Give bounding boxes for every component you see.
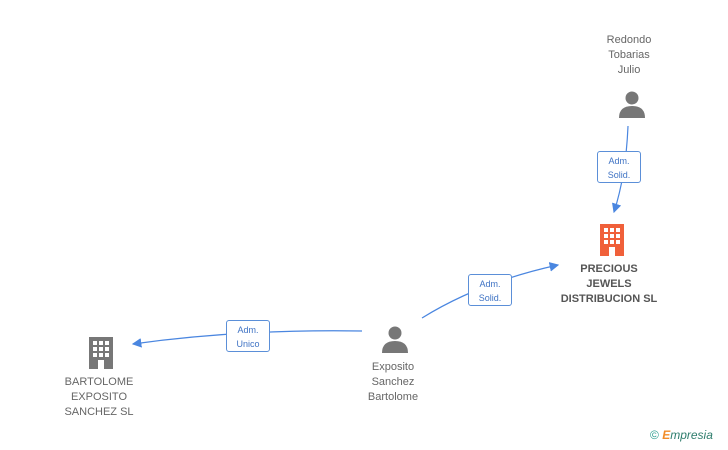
node-label-bartolome-sl[interactable]: BARTOLOME EXPOSITO SANCHEZ SL xyxy=(64,376,134,418)
edge-badge-adm-unico[interactable]: Adm. Unico xyxy=(226,320,270,352)
node-label-exposito[interactable]: Exposito Sanchez Bartolome xyxy=(367,361,419,403)
person-icon[interactable] xyxy=(617,89,647,119)
copyright-footer: © Empresia xyxy=(650,428,713,442)
empresia-logo-text: mpresia xyxy=(670,428,713,442)
building-icon[interactable] xyxy=(597,222,627,258)
node-label-precious-jewels[interactable]: PRECIOUS JEWELS DISTRIBUCION SL xyxy=(560,263,658,305)
empresia-logo-e: E xyxy=(662,428,671,442)
edge-badge-adm-solid[interactable]: Adm. Solid. xyxy=(468,274,512,306)
copyright-symbol: © xyxy=(650,428,659,442)
person-icon[interactable] xyxy=(380,324,410,354)
edge-badge-adm-solid[interactable]: Adm. Solid. xyxy=(597,151,641,183)
node-label-redondo[interactable]: Redondo Tobarias Julio xyxy=(606,34,652,76)
building-icon[interactable] xyxy=(86,335,116,371)
